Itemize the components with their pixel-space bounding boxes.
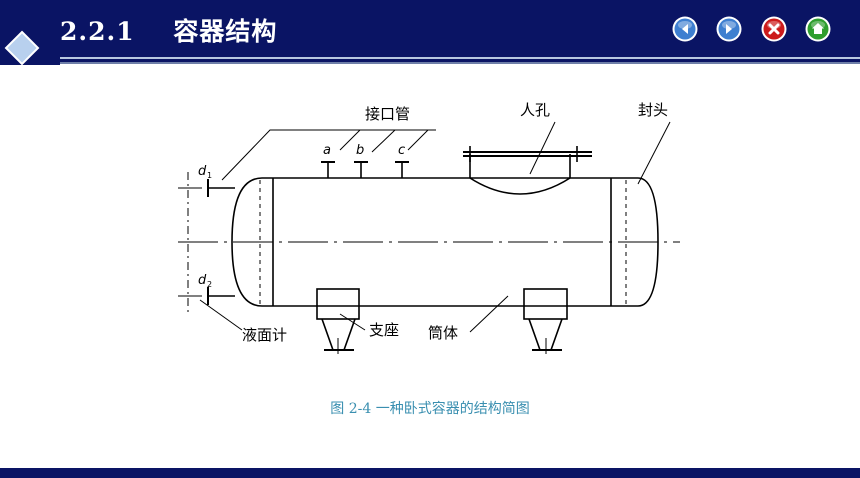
leader-manhole [529, 121, 556, 175]
leader-shell [469, 295, 509, 333]
leader-a [339, 129, 361, 151]
label-d2-sub: 2 [207, 280, 212, 289]
label-c: c [398, 143, 405, 158]
left-support-leg [321, 318, 356, 351]
label-shell: 筒体 [428, 324, 458, 342]
leader-b [371, 129, 396, 153]
figure-caption: 图 2-4 一种卧式容器的结构简图 [330, 401, 530, 417]
label-d1-sub: 1 [207, 171, 212, 180]
home-icon [805, 16, 831, 42]
leader-nozzles [221, 129, 436, 181]
arrow-left-icon [672, 16, 698, 42]
page-title: 2.2.1 容器结构 [60, 12, 277, 48]
right-support-leg [528, 318, 563, 351]
diamond-decoration [0, 30, 60, 66]
label-manhole: 人孔 [520, 101, 550, 119]
prev-button[interactable] [672, 16, 698, 42]
label-level-gauge: 液面计 [242, 326, 287, 344]
section-number: 2.2.1 [60, 17, 135, 46]
label-head: 封头 [638, 101, 668, 119]
left-support-pad [316, 288, 360, 320]
label-support: 支座 [369, 321, 399, 339]
arrow-right-icon [716, 16, 742, 42]
header-rule-light [60, 57, 860, 59]
footer-bar [0, 468, 860, 478]
header-bar: 2.2.1 容器结构 [0, 0, 860, 64]
leader-support [339, 313, 366, 331]
close-button[interactable] [761, 16, 787, 42]
label-d2: d [198, 273, 207, 288]
right-support-pad [523, 288, 568, 320]
leader-head [637, 121, 671, 185]
leader-level-gauge [199, 299, 243, 331]
label-nozzles: 接口管 [365, 105, 410, 123]
header-rule-dark [60, 62, 860, 64]
leader-c [407, 129, 429, 151]
next-button[interactable] [716, 16, 742, 42]
label-a: a [323, 143, 331, 158]
left-head [231, 177, 273, 307]
label-d1: d [198, 164, 207, 179]
close-icon [761, 16, 787, 42]
label-b: b [356, 143, 364, 158]
vessel-diagram: 接口管 人孔 封头 液面计 支座 筒体 a b c d d 1 2 [160, 92, 700, 362]
section-title: 容器结构 [173, 17, 278, 46]
home-button[interactable] [805, 16, 831, 42]
manhole-saddle [469, 177, 571, 195]
